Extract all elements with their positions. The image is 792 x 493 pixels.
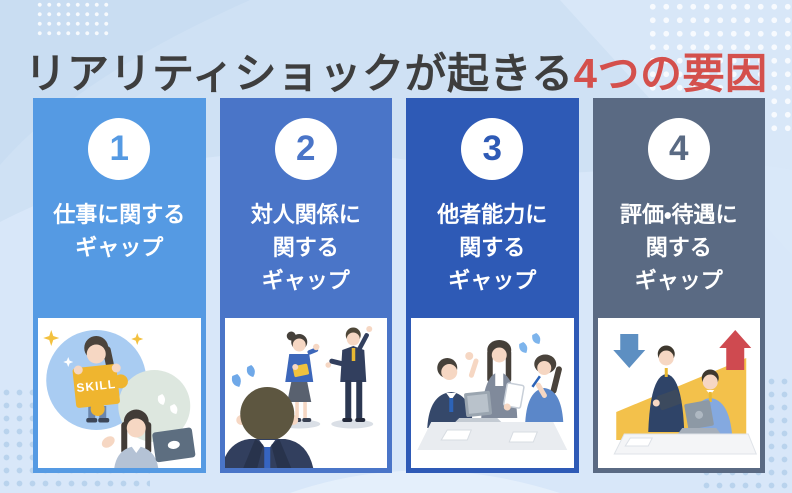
factor-label-line: 仕事に関する [53,202,186,227]
page-title: リアリティショックが起きる4つの要因 [0,49,792,99]
factor-label-line: ギャップ [261,268,350,293]
factor-label-line: ギャップ [448,268,537,293]
title-prefix: リアリティショックが起きる [24,50,574,98]
factor-label: 仕事に関する ギャップ [33,198,206,264]
down-arrow-icon [612,334,645,368]
factor-label-line: 関する [459,235,526,260]
factor-label-line: 関する [272,235,339,260]
others-ability-gap-illustration [411,318,574,468]
factor-label: 対人関係に 関する ギャップ [220,198,393,297]
factor-label-line: 評価・待遇に [620,202,738,227]
factor-label-line: 対人関係に [250,202,361,227]
factor-cards-row: 1 仕事に関する ギャップ [33,98,765,473]
factor-number-badge: 4 [647,118,710,180]
skill-gap-illustration: SKILL [38,318,201,468]
factor-number-badge: 3 [461,118,524,180]
factor-label: 他者能力に 関する ギャップ [406,198,579,297]
factor-number-badge: 1 [88,118,151,180]
factor-card-4: 4 評価・待遇に 関する ギャップ [592,98,766,473]
factor-label-line: ギャップ [75,235,164,260]
factor-card-3: 3 他者能力に 関する ギャップ [406,98,579,473]
factor-label-line: 関する [645,235,712,260]
title-highlight: 4つの要因 [573,50,768,98]
factor-card-1: 1 仕事に関する ギャップ [33,98,206,473]
evaluation-gap-illustration [597,318,760,468]
up-arrow-icon [718,330,751,370]
factor-number-badge: 2 [274,118,337,180]
factor-card-2: 2 対人関係に 関する ギャップ [219,98,393,473]
factor-label-line: 他者能力に [437,202,548,227]
factor-label-line: ギャップ [634,268,723,293]
factor-label: 評価・待遇に 関する ギャップ [593,198,766,297]
interpersonal-gap-illustration [224,318,387,468]
